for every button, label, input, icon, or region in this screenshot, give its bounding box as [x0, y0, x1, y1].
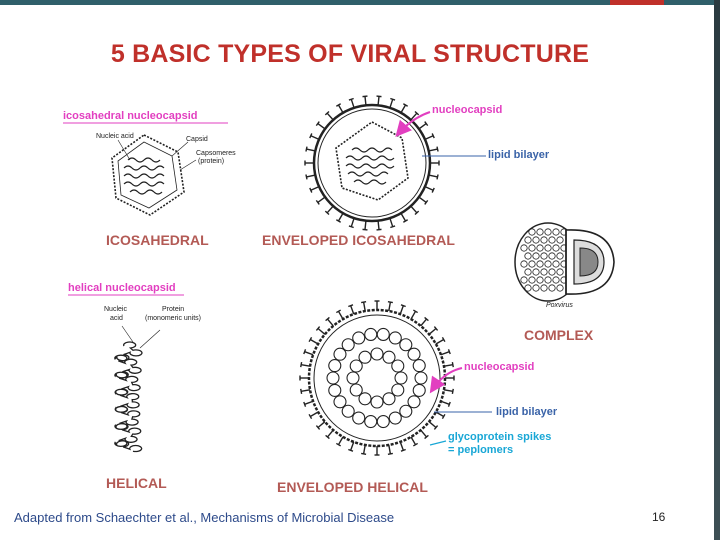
enveloped-helical-diagram	[299, 300, 492, 456]
icosahedral-nucleocapsid-callout: icosahedral nucleocapsid	[63, 110, 198, 122]
slide-title: 5 BASIC TYPES OF VIRAL STRUCTURE	[110, 40, 590, 68]
helical-virus-diagram	[68, 294, 184, 453]
protein-label: Protein	[162, 306, 185, 313]
poxvirus-label: Poxvirus	[546, 302, 573, 309]
capsid-label: Capsid	[186, 136, 208, 143]
label-enveloped-icosahedral: ENVELOPED ICOSAHEDRAL	[262, 232, 455, 248]
nucleocapsid-bottom-callout: nucleocapsid	[464, 361, 535, 373]
top-red-accent	[610, 0, 664, 5]
complex-poxvirus-diagram	[514, 222, 615, 302]
label-complex: COMPLEX	[524, 327, 594, 343]
right-edge-bar	[714, 0, 720, 540]
icosahedral-virus-diagram	[63, 122, 228, 216]
acid-label: acid	[110, 315, 123, 322]
helical-nucleocapsid-callout: helical nucleocapsid	[68, 282, 176, 294]
nucleic-label: Nucleic	[104, 306, 127, 313]
nucleic-acid-label: Nucleic acid	[96, 133, 134, 140]
top-accent-bar	[0, 0, 720, 5]
lipid-bilayer-top-callout: lipid bilayer	[488, 149, 550, 161]
label-helical: HELICAL	[106, 475, 167, 491]
enveloped-icosahedral-diagram	[304, 95, 486, 231]
capsomeres-sub-label: (protein)	[198, 158, 225, 165]
label-icosahedral: ICOSAHEDRAL	[106, 232, 209, 248]
lipid-bilayer-bottom-callout: lipid bilayer	[496, 406, 558, 418]
nucleocapsid-top-callout: nucleocapsid	[432, 104, 503, 116]
page-number: 16	[652, 510, 666, 524]
monomeric-units-label: (monomeric units)	[145, 315, 202, 322]
capsomeres-label: Capsomeres	[196, 150, 236, 157]
label-enveloped-helical: ENVELOPED HELICAL	[277, 479, 428, 495]
source-citation: Adapted from Schaechter et al., Mechanis…	[14, 510, 395, 525]
glycoprotein-spikes-callout: glycoprotein spikes	[448, 431, 552, 443]
peplomers-callout: = peplomers	[448, 444, 514, 456]
